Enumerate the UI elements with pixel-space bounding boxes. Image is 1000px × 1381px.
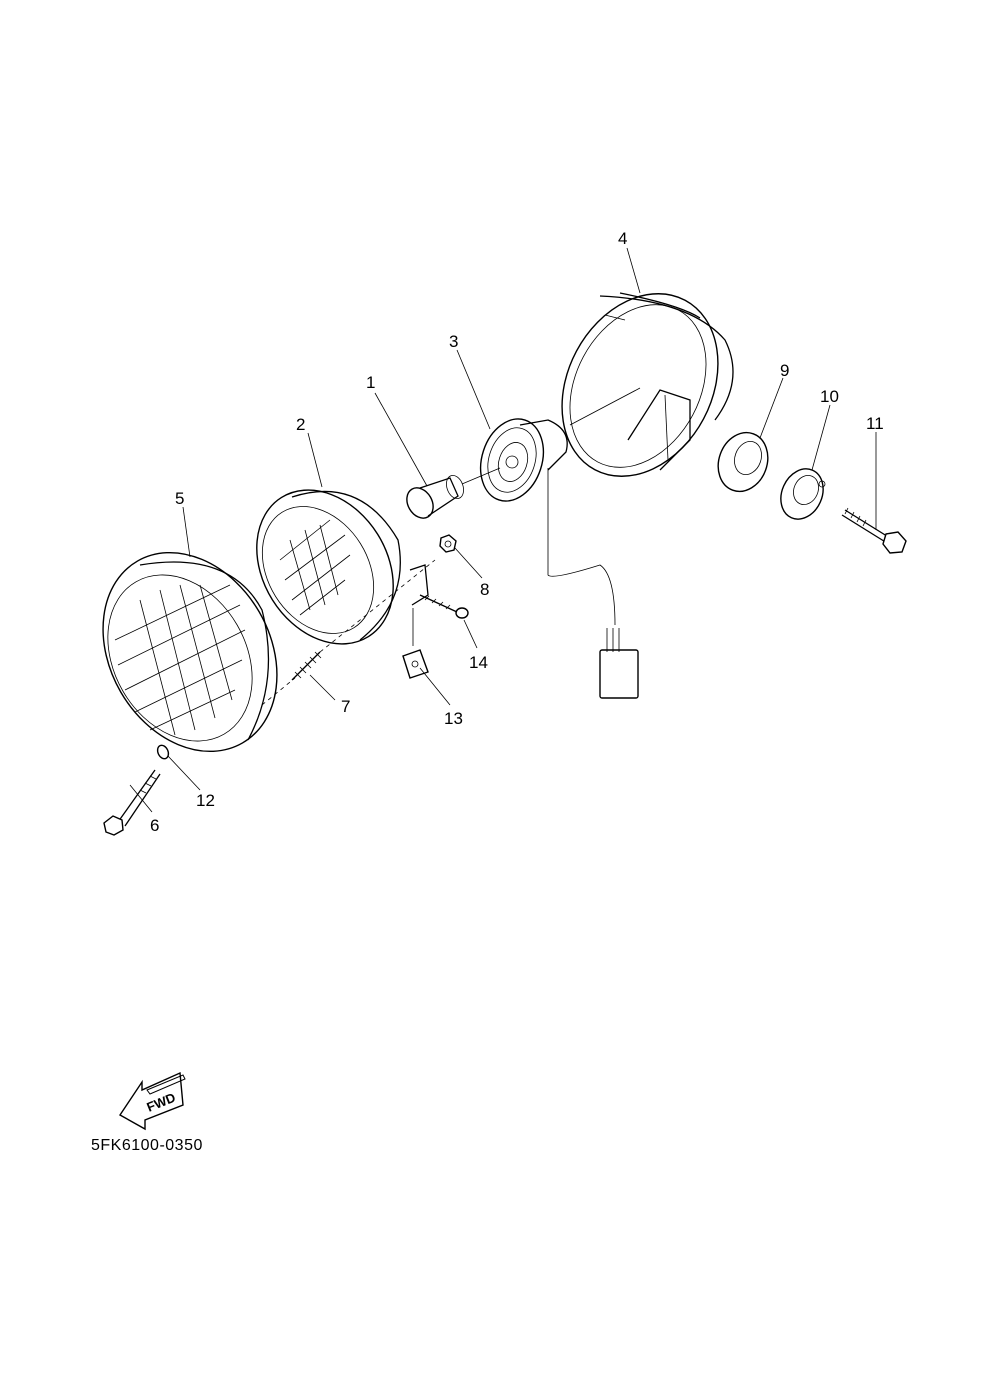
part-5-headlight-guard [102,551,278,753]
part-13-clip-nut [402,608,429,679]
leader-lines [129,247,877,813]
callout-14: 14 [469,653,488,672]
callout-13: 13 [444,709,463,728]
callout-9: 9 [780,361,789,380]
callout-2: 2 [296,415,305,434]
diagram-code: 5FK6100-0350 [91,1137,203,1154]
part-7-spring [261,559,436,706]
callout-12: 12 [196,791,215,810]
fwd-arrow-icon: FWD [118,1071,186,1131]
callout-10: 10 [820,387,839,406]
callout-7: 7 [341,697,350,716]
part-10-cover [780,468,826,520]
callout-1: 1 [366,373,375,392]
part-8-nut [439,534,457,553]
part-9-grommet [717,431,769,493]
part-11-bolt [841,507,907,554]
callout-labels: 1 2 3 4 5 6 7 8 9 10 11 12 13 14 [150,229,884,835]
callout-4: 4 [618,229,627,248]
part-4-headlight-housing [561,292,734,477]
part-2-lens-unit [256,489,429,645]
callout-5: 5 [175,489,184,508]
part-1-bulb [406,467,501,519]
callout-8: 8 [480,580,489,599]
callout-3: 3 [449,332,458,351]
callout-6: 6 [150,816,159,835]
part-14-screw [419,594,469,619]
part-12-washer [156,744,170,760]
part-3-bulb-socket [479,418,639,699]
callout-11: 11 [866,414,884,433]
